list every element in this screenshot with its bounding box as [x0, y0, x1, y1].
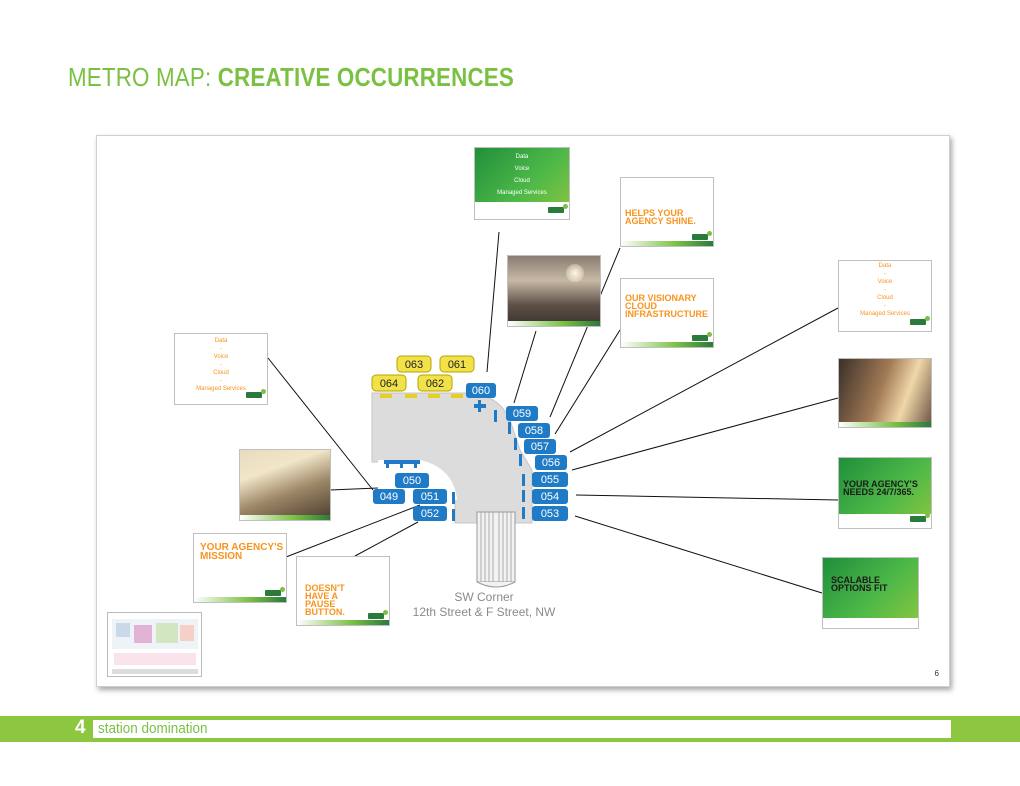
thumb-list-item: Data [878, 263, 892, 269]
yellow-ticks [380, 394, 463, 398]
thumb-photo-crowd [507, 255, 601, 327]
line-051 [285, 504, 421, 558]
thumb-list-item: Cloud [877, 295, 893, 301]
location-line-2: 12th Street & F Street, NW [413, 605, 556, 619]
thumb-list-item: - [884, 303, 886, 309]
thumb-list-item: Voice [514, 166, 530, 172]
thumb-list-item: Data [515, 154, 529, 160]
mini-station-map [107, 612, 202, 677]
thumb-list-item: - [884, 271, 886, 277]
thumb-list-item: - [884, 287, 886, 293]
thumb-headline: OUR VISIONARY CLOUD INFRASTRUCTURE [625, 293, 708, 319]
thumb-needs: YOUR AGENCY'S NEEDS 24/7/365. [838, 457, 932, 529]
label-055: 055 [541, 474, 559, 486]
label-053: 053 [541, 508, 559, 520]
line-059 [513, 330, 537, 404]
thumb-headline: DOESN'T HAVE A PAUSE BUTTON. [305, 583, 345, 617]
line-054 [575, 494, 839, 501]
section-label: station domination [98, 720, 208, 737]
escalator [476, 511, 516, 588]
label-056: 056 [542, 457, 560, 469]
thumb-list-green: Data Voice Cloud Managed Services [474, 147, 570, 220]
thumb-list-item: Cloud [514, 178, 530, 184]
thumb-list-item: - [220, 346, 222, 352]
line-061 [486, 231, 500, 373]
thumb-headline: HELPS YOUR AGENCY SHINE. [625, 208, 696, 226]
thumb-list-item: - [220, 378, 222, 384]
page-title: METRO MAP: CREATIVE OCCURRENCES [68, 62, 514, 93]
thumb-list-item: Managed Services [196, 386, 246, 392]
label-057: 057 [531, 441, 549, 453]
thumb-list-item: Cloud [213, 370, 229, 376]
label-054: 054 [541, 491, 559, 503]
title-light: METRO MAP: [68, 62, 218, 92]
label-050: 050 [403, 475, 421, 487]
yellow-label-group: 063 061 064 062 [371, 355, 475, 392]
thumb-list-item: Managed Services [860, 311, 910, 317]
line-056 [569, 307, 839, 453]
thumb-photo-walkers [239, 449, 331, 521]
footer-label-band [93, 720, 951, 738]
thumb-list-left: Data - Voice - Cloud - Managed Services [174, 333, 268, 405]
thumb-list-item: - [220, 362, 222, 368]
line-053 [574, 515, 823, 594]
thumb-headline: YOUR AGENCY'S NEEDS 24/7/365. [843, 479, 918, 497]
thumb-pause: DOESN'T HAVE A PAUSE BUTTON. [296, 556, 390, 626]
label-062: 062 [426, 378, 444, 390]
blue-label-group: 060 059 058 057 056 055 054 053 050 049 … [373, 383, 568, 521]
location-line-1: SW Corner [454, 590, 513, 604]
panel-page-number: 6 [934, 669, 939, 678]
section-number: 4 [75, 717, 86, 738]
thumb-headline: YOUR AGENCY'S MISSION [200, 542, 284, 562]
placement-ticks [384, 400, 525, 521]
line-049a [267, 357, 374, 491]
label-061: 061 [448, 359, 466, 371]
thumb-list-item: Data [214, 338, 228, 344]
title-bold: CREATIVE OCCURRENCES [217, 62, 514, 92]
thumb-list-right: Data - Voice - Cloud - Managed Services [838, 260, 932, 332]
label-051: 051 [421, 491, 439, 503]
label-059: 059 [513, 408, 531, 420]
thumb-scalable: SCALABLE OPTIONS FIT [822, 557, 919, 629]
thumb-visionary: OUR VISIONARY CLOUD INFRASTRUCTURE [620, 278, 714, 348]
footer-page-number: 19 [928, 722, 942, 736]
thumb-list-item: Managed Services [497, 190, 547, 196]
thumb-list-item: Voice [877, 279, 893, 285]
label-060: 060 [472, 385, 490, 397]
label-063: 063 [405, 359, 423, 371]
line-055 [571, 397, 839, 471]
label-052: 052 [421, 508, 439, 520]
label-058: 058 [525, 425, 543, 437]
label-049: 049 [380, 491, 398, 503]
thumb-list-item: Voice [213, 354, 229, 360]
line-052 [354, 521, 419, 557]
line-057 [554, 329, 621, 435]
thumb-photo-escalator [838, 358, 932, 428]
line-058 [549, 247, 621, 418]
connector-lines [267, 231, 839, 594]
thumb-helps-shine: HELPS YOUR AGENCY SHINE. [620, 177, 714, 247]
line-049b [329, 487, 379, 491]
thumb-mission: YOUR AGENCY'S MISSION [193, 533, 287, 603]
thumb-headline: SCALABLE OPTIONS FIT [831, 575, 888, 593]
label-064: 064 [380, 378, 398, 390]
